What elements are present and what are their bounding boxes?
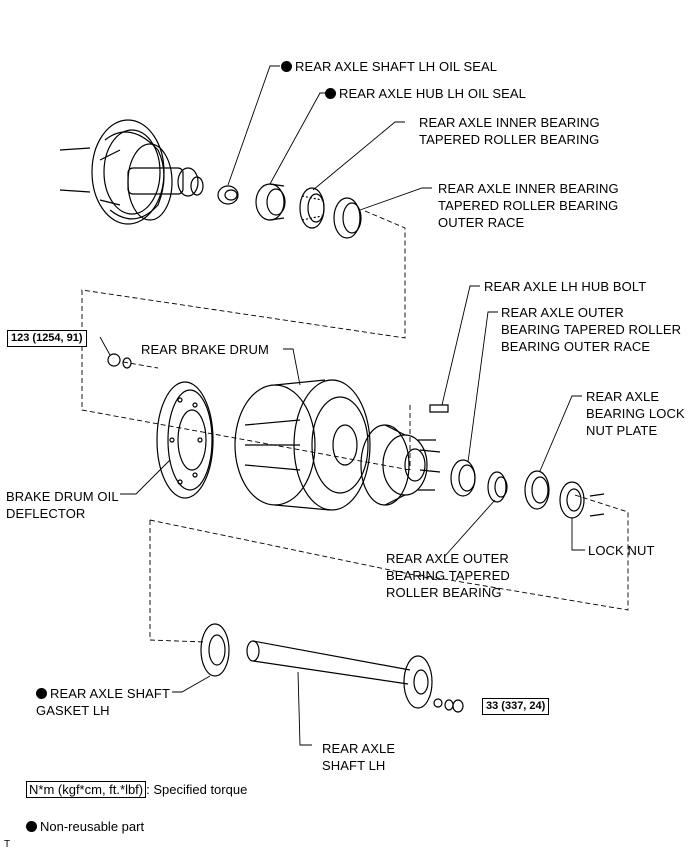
hub-drawing [360, 424, 441, 506]
outer-race-drawing [450, 459, 476, 497]
brake-drum-drawing [234, 379, 371, 511]
hub-bolt-drawing [429, 404, 449, 413]
label-outer-race: REAR AXLE OUTER BEARING TAPERED ROLLER B… [501, 305, 682, 354]
corner-mark: T [4, 839, 11, 850]
label-hub-oil-seal: REAR AXLE HUB LH OIL SEAL [325, 85, 526, 102]
shaft-oil-seal-drawing [217, 185, 239, 205]
inner-outer-race-drawing [333, 197, 362, 239]
label-text: REAR AXLE HUB LH OIL SEAL [339, 86, 526, 101]
label-shaft-oil-seal: REAR AXLE SHAFT LH OIL SEAL [281, 58, 497, 75]
lock-nut-drawing [559, 481, 605, 519]
axle-shaft-drawing [246, 640, 433, 709]
lock-nut-plate-drawing [524, 470, 550, 510]
oil-deflector-drawing [156, 381, 214, 499]
inner-bearing-drawing [299, 187, 325, 229]
label-text: REAR AXLE SHAFT GASKET LH [36, 686, 170, 718]
non-reusable-dot-icon [36, 688, 47, 699]
label-inner-outer-race: REAR AXLE INNER BEARING TAPERED ROLLER B… [438, 181, 619, 230]
label-shaft-gasket: REAR AXLE SHAFT GASKET LH [36, 685, 170, 719]
backing-plate-drawing [59, 119, 204, 225]
legend-torque: N*m (kgf*cm, ft.*lbf): Specified torque [26, 781, 247, 798]
torque-legend-text: : Specified torque [146, 782, 248, 797]
shaft-gasket-drawing [200, 623, 230, 677]
label-inner-bearing: REAR AXLE INNER BEARING TAPERED ROLLER B… [419, 115, 600, 147]
torque-spec-deflector-nut: 123 (1254, 91) [7, 330, 87, 347]
non-reusable-dot-icon [281, 61, 292, 72]
torque-spec-shaft-nut: 33 (337, 24) [482, 698, 550, 715]
label-hub-bolt: REAR AXLE LH HUB BOLT [484, 279, 647, 294]
label-text: REAR AXLE SHAFT LH OIL SEAL [295, 59, 498, 74]
label-outer-bearing: REAR AXLE OUTER BEARING TAPERED ROLLER B… [386, 551, 510, 600]
label-oil-deflector: BRAKE DRUM OIL DEFLECTOR [6, 489, 119, 521]
deflector-nut-drawing [107, 353, 132, 369]
label-axle-shaft: REAR AXLE SHAFT LH [322, 741, 396, 773]
hub-oil-seal-drawing [255, 183, 286, 221]
non-reusable-dot-icon [325, 88, 336, 99]
legend-non-reusable: Non-reusable part [26, 818, 144, 835]
assembly-dashed-lines [81, 210, 629, 643]
label-brake-drum: REAR BRAKE DRUM [141, 342, 269, 357]
label-lock-nut: LOCK NUT [588, 543, 655, 558]
outer-bearing-drawing [487, 471, 508, 503]
non-reusable-dot-icon [26, 821, 37, 832]
label-lock-nut-plate: REAR AXLE BEARING LOCK NUT PLATE [586, 389, 685, 438]
non-reusable-legend-text: Non-reusable part [40, 819, 145, 834]
torque-unit-box: N*m (kgf*cm, ft.*lbf) [26, 781, 147, 798]
shaft-nut-drawing [433, 698, 464, 713]
